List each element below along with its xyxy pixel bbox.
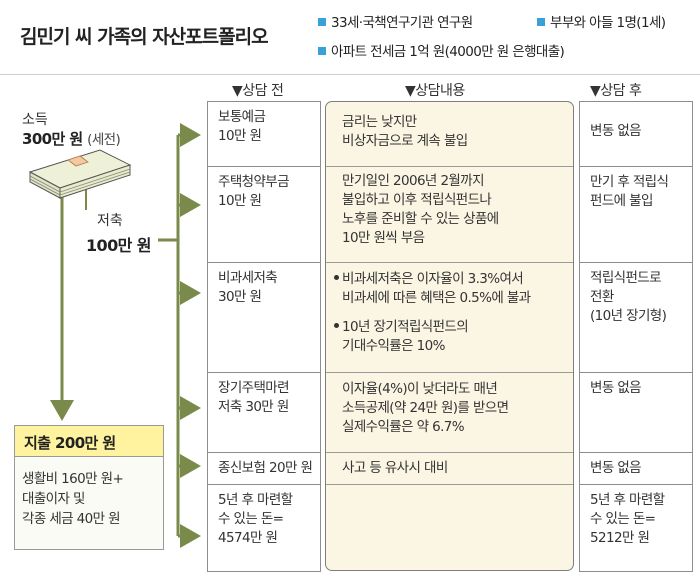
row-divider <box>326 452 573 453</box>
expense-details: 생활비 160만 원+ 대출이자 및 각종 세금 40만 원 <box>22 471 124 527</box>
row-6-before: 5년 후 마련할 수 있는 돈= 4574만 원 <box>207 484 321 572</box>
row-4-after: 변동 없음 <box>579 372 693 453</box>
column-header-before: ▼상담 전 <box>232 83 284 99</box>
row-divider <box>326 372 573 373</box>
row-3-before: 비과세저축 30만 원 <box>207 262 321 373</box>
row-4-before: 장기주택마련 저축 30만 원 <box>207 372 321 453</box>
bullet-item: 10년 장기적립식펀드의 <box>334 318 531 337</box>
column-header-content: ▼상담내용 <box>405 83 465 99</box>
column-header-after: ▼상담 후 <box>590 83 642 99</box>
row-5-after: 변동 없음 <box>579 452 693 485</box>
row-5-content: 사고 등 유사시 대비 <box>342 460 448 476</box>
row-3-content: 비과세저축은 이자율이 3.3%여서 비과세에 따른 혜택은 0.5%에 불과 … <box>334 270 531 356</box>
row-2-after: 만기 후 적립식 펀드에 불입 <box>579 166 693 263</box>
row-divider <box>326 166 573 167</box>
info-family: 부부와 아들 1명(1세) <box>537 11 666 31</box>
money-stack-icon <box>28 149 132 199</box>
square-bullet-icon <box>318 18 326 26</box>
square-bullet-icon <box>537 18 545 26</box>
saving-value: 100만 원 <box>86 236 151 255</box>
info-housing: 아파트 전세금 1억 원(4000만 원 은행대출) <box>318 40 565 60</box>
square-bullet-icon <box>318 47 326 55</box>
row-3-after: 적립식펀드로 전환 (10년 장기형) <box>579 262 693 373</box>
info-age-job: 33세·국책연구기관 연구원 <box>318 11 473 31</box>
page-title: 김민기 씨 가족의 자산포트폴리오 <box>20 26 269 48</box>
row-divider <box>326 484 573 485</box>
bullet-item: 비과세저축은 이자율이 3.3%여서 <box>334 270 531 289</box>
saving-label: 저축 <box>97 213 123 229</box>
header-divider <box>0 74 700 75</box>
row-4-content: 이자율(4%)이 낮더라도 매년 소득공제(약 24만 원)를 받으면 실제수익… <box>342 381 509 435</box>
bullet-dot-icon <box>334 275 339 280</box>
row-divider <box>326 262 573 263</box>
income-label: 소득 <box>22 112 48 128</box>
row-1-before: 보통예금 10만 원 <box>207 101 321 167</box>
income-value: 300만 원 (세전) <box>22 130 121 148</box>
row-5-before: 종신보험 20만 원 <box>207 452 321 485</box>
row-2-content: 만기일인 2006년 2월까지 불입하고 이후 적립식펀드나 노후를 준비할 수… <box>342 173 499 246</box>
consulting-content-panel <box>325 101 574 571</box>
row-6-after: 5년 후 마련할 수 있는 돈= 5212만 원 <box>579 484 693 572</box>
row-1-content: 금리는 낮지만 비상자금으로 계속 불입 <box>342 114 468 149</box>
row-2-before: 주택청약부금 10만 원 <box>207 166 321 263</box>
row-1-after: 변동 없음 <box>579 101 693 167</box>
expense-title: 지출 200만 원 <box>14 425 164 457</box>
bullet-dot-icon <box>334 323 339 328</box>
